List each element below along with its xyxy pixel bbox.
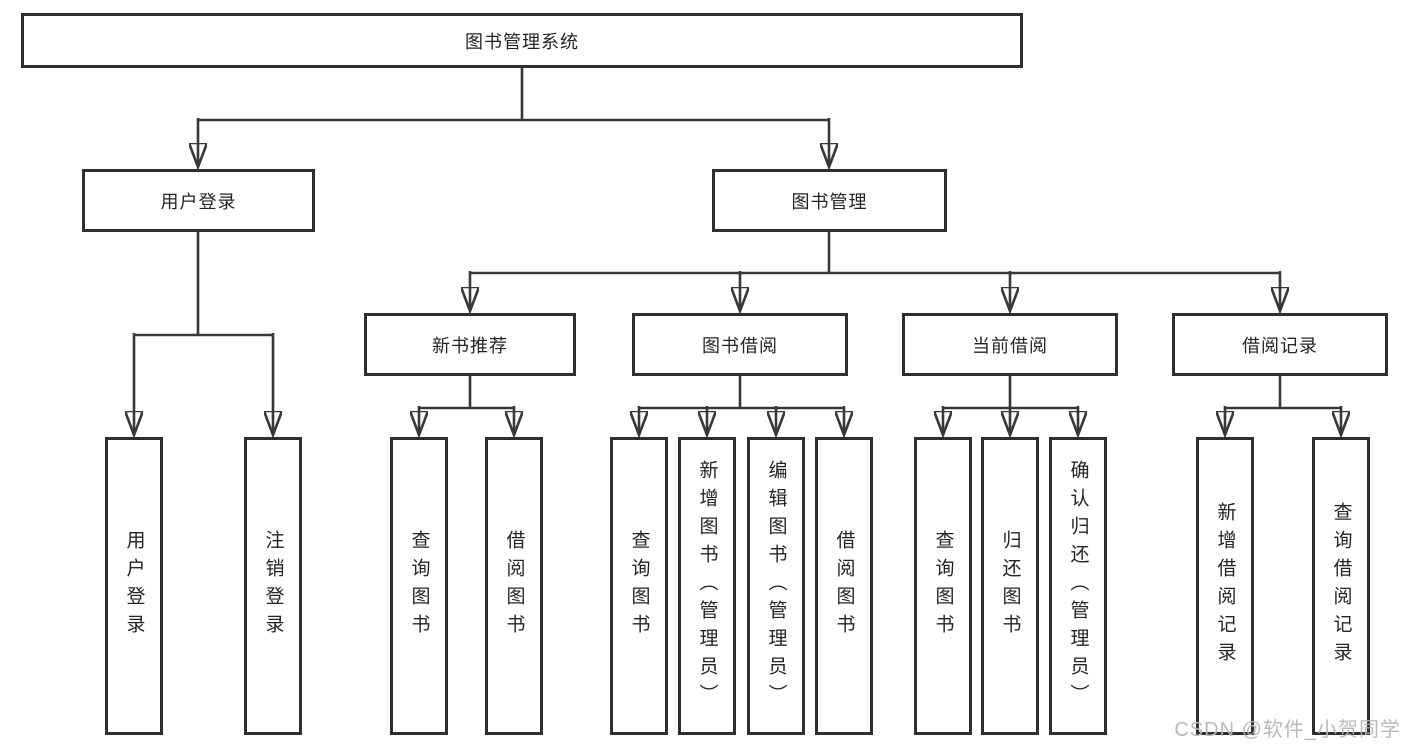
- leaf-add-borrow-record: 新增借阅记录: [1196, 437, 1254, 735]
- node-current-borrow: 当前借阅: [902, 313, 1118, 376]
- leaf-logout: 注销登录: [244, 437, 302, 735]
- connectors-borrow-records: [1225, 376, 1341, 434]
- node-user-login: 用户登录: [82, 169, 315, 232]
- node-new-book-recommend: 新书推荐: [364, 313, 576, 376]
- connectors-root: [198, 68, 829, 166]
- leaf-confirm-return-admin: 确认归还（管理员）: [1049, 437, 1107, 735]
- leaf-query-books-borrow: 查询图书: [610, 437, 668, 735]
- leaf-add-book-admin: 新增图书（管理员）: [678, 437, 736, 735]
- leaf-borrow-books-borrow: 借阅图书: [815, 437, 873, 735]
- connectors-current-borrow: [943, 376, 1078, 434]
- connectors-book-management: [470, 232, 1280, 310]
- leaf-return-book: 归还图书: [981, 437, 1039, 735]
- leaf-query-books-current: 查询图书: [914, 437, 972, 735]
- node-root: 图书管理系统: [21, 13, 1023, 68]
- node-book-borrow: 图书借阅: [632, 313, 848, 376]
- csdn-watermark: CSDN @软件_小贺同学: [1174, 719, 1401, 741]
- connectors-user-login: [134, 232, 273, 434]
- connectors-book-borrow: [639, 376, 844, 434]
- node-book-management: 图书管理: [712, 169, 947, 232]
- node-borrow-records: 借阅记录: [1172, 313, 1388, 376]
- leaf-edit-book-admin: 编辑图书（管理员）: [747, 437, 805, 735]
- connectors-new-book-recommend: [419, 376, 514, 434]
- leaf-borrow-books-recommend: 借阅图书: [485, 437, 543, 735]
- leaf-query-books-recommend: 查询图书: [390, 437, 448, 735]
- leaf-query-borrow-record: 查询借阅记录: [1312, 437, 1370, 735]
- leaf-user-login: 用户登录: [105, 437, 163, 735]
